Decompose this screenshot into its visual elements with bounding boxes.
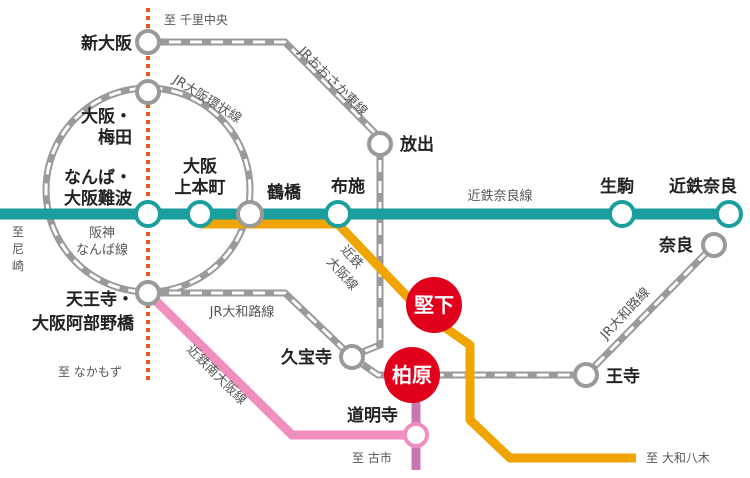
station-label-domyoji: 道明寺 [347,405,398,426]
station-marker-ikoma[interactable] [608,200,636,228]
station-label-hanaten: 放出 [399,134,434,155]
station-label-uehommachi-2: 上本町 [175,177,226,198]
station-label-tennoji-1: 天王寺・ [66,289,134,310]
jr-yamatoji-line [148,242,717,379]
station-label-osaka-umeda-2: 梅田 [98,127,132,148]
station-label-osaka-umeda-1: 大阪・ [81,106,132,127]
station-label-tennoji-2: 大阪阿部野橋 [32,313,135,334]
direction-amagasaki-1: 至 [12,225,24,239]
line-label-jr-yamatoji-left: JR大和路線 [209,304,275,320]
station-label-fuse: 布施 [331,176,365,197]
svg-text:堅下: 堅下 [414,293,454,317]
direction-amagasaki-3: 崎 [12,259,24,273]
station-label-shin-osaka: 新大阪 [81,33,132,54]
station-label-ikoma: 生駒 [600,176,634,197]
station-label-nara: 奈良 [658,235,693,256]
direction-furuichi: 至 古市 [352,450,392,465]
direction-senri-chuo: 至 千里中央 [164,12,228,27]
svg-text:柏原: 柏原 [392,363,432,387]
line-label-jr-osaka-higashi: JRおおさか東線 [294,43,370,119]
station-marker-hanaten[interactable] [367,131,393,157]
direction-amagasaki-2: 尼 [12,242,24,256]
station-label-namba-2: 大阪難波 [64,188,133,209]
direction-labels: 至 千里中央 至 尼 崎 至 なかもず 至 古市 至 大和八木 [12,12,710,465]
station-marker-oji[interactable] [573,362,599,388]
kintetsu-minami-osaka-line [144,289,416,440]
line-label-jr-loop: JR大阪環状線 [169,71,244,126]
station-label-kyuhoji: 久宝寺 [281,347,332,368]
station-marker-kintetsu-nara[interactable] [715,200,743,228]
station-marker-nara[interactable] [701,232,727,258]
station-label-uehommachi-1: 大阪 [183,156,217,177]
station-marker-domyoji[interactable] [403,422,429,448]
station-label-namba-1: なんば・ [64,168,132,188]
highlight-station-kashiwara[interactable]: 柏原 [384,347,440,403]
station-marker-osaka-umeda[interactable] [135,79,161,105]
station-marker-uehommachi[interactable] [186,200,214,228]
line-label-kintetsu-minami-osaka: 近鉄南大阪線 [183,342,249,408]
station-marker-kyuhoji[interactable] [339,344,365,370]
station-label-oji: 王寺 [606,366,640,387]
line-label-kintetsu-nara: 近鉄奈良線 [467,188,532,204]
station-marker-shin-osaka[interactable] [135,29,161,55]
direction-nakamozu: 至 なかもず [58,365,122,379]
station-marker-fuse[interactable] [324,200,352,228]
direction-yamato-yagi: 至 大和八木 [646,451,710,465]
station-markers [134,29,743,448]
station-marker-namba[interactable] [134,200,162,228]
line-label-hanshin-namba-1: 阪神 [89,226,115,241]
line-label-hanshin-namba-2: なんば線 [76,242,128,258]
highlight-station-katashimo[interactable]: 堅下 [406,277,462,333]
station-labels: 新大阪 大阪・ 梅田 なんば・ 大阪難波 大阪 上本町 鶴橋 布施 放出 生駒 … [32,33,737,426]
station-marker-tennoji[interactable] [135,280,161,306]
station-label-kintetsu-nara: 近鉄奈良 [669,176,737,197]
station-marker-tsuruhashi[interactable] [236,200,264,228]
station-label-tsuruhashi: 鶴橋 [267,182,302,203]
